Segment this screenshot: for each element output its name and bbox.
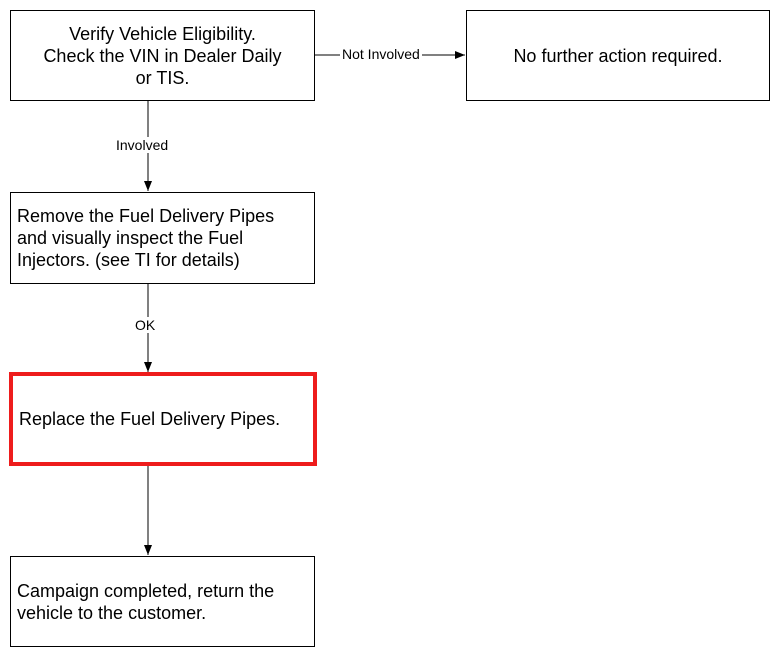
remove-pipes-box: Remove the Fuel Delivery Pipes and visua… bbox=[10, 192, 315, 284]
edge-label-ok: OK bbox=[133, 317, 158, 333]
edge-label-not-involved: Not Involved bbox=[340, 46, 422, 62]
no-action-text: No further action required. bbox=[513, 45, 723, 66]
edge-label-involved: Involved bbox=[114, 137, 171, 153]
campaign-complete-text: Campaign completed, return the vehicle t… bbox=[17, 580, 275, 623]
replace-pipes-text: Replace the Fuel Delivery Pipes. bbox=[19, 409, 281, 429]
campaign-complete-box: Campaign completed, return the vehicle t… bbox=[10, 556, 315, 647]
no-action-box: No further action required. bbox=[466, 10, 770, 101]
replace-pipes-box: Replace the Fuel Delivery Pipes. bbox=[9, 372, 317, 466]
verify-eligibility-box: Verify Vehicle Eligibility. Check the VI… bbox=[10, 10, 315, 101]
verify-eligibility-text: Verify Vehicle Eligibility. Check the VI… bbox=[43, 23, 282, 88]
remove-pipes-text: Remove the Fuel Delivery Pipes and visua… bbox=[17, 206, 275, 270]
